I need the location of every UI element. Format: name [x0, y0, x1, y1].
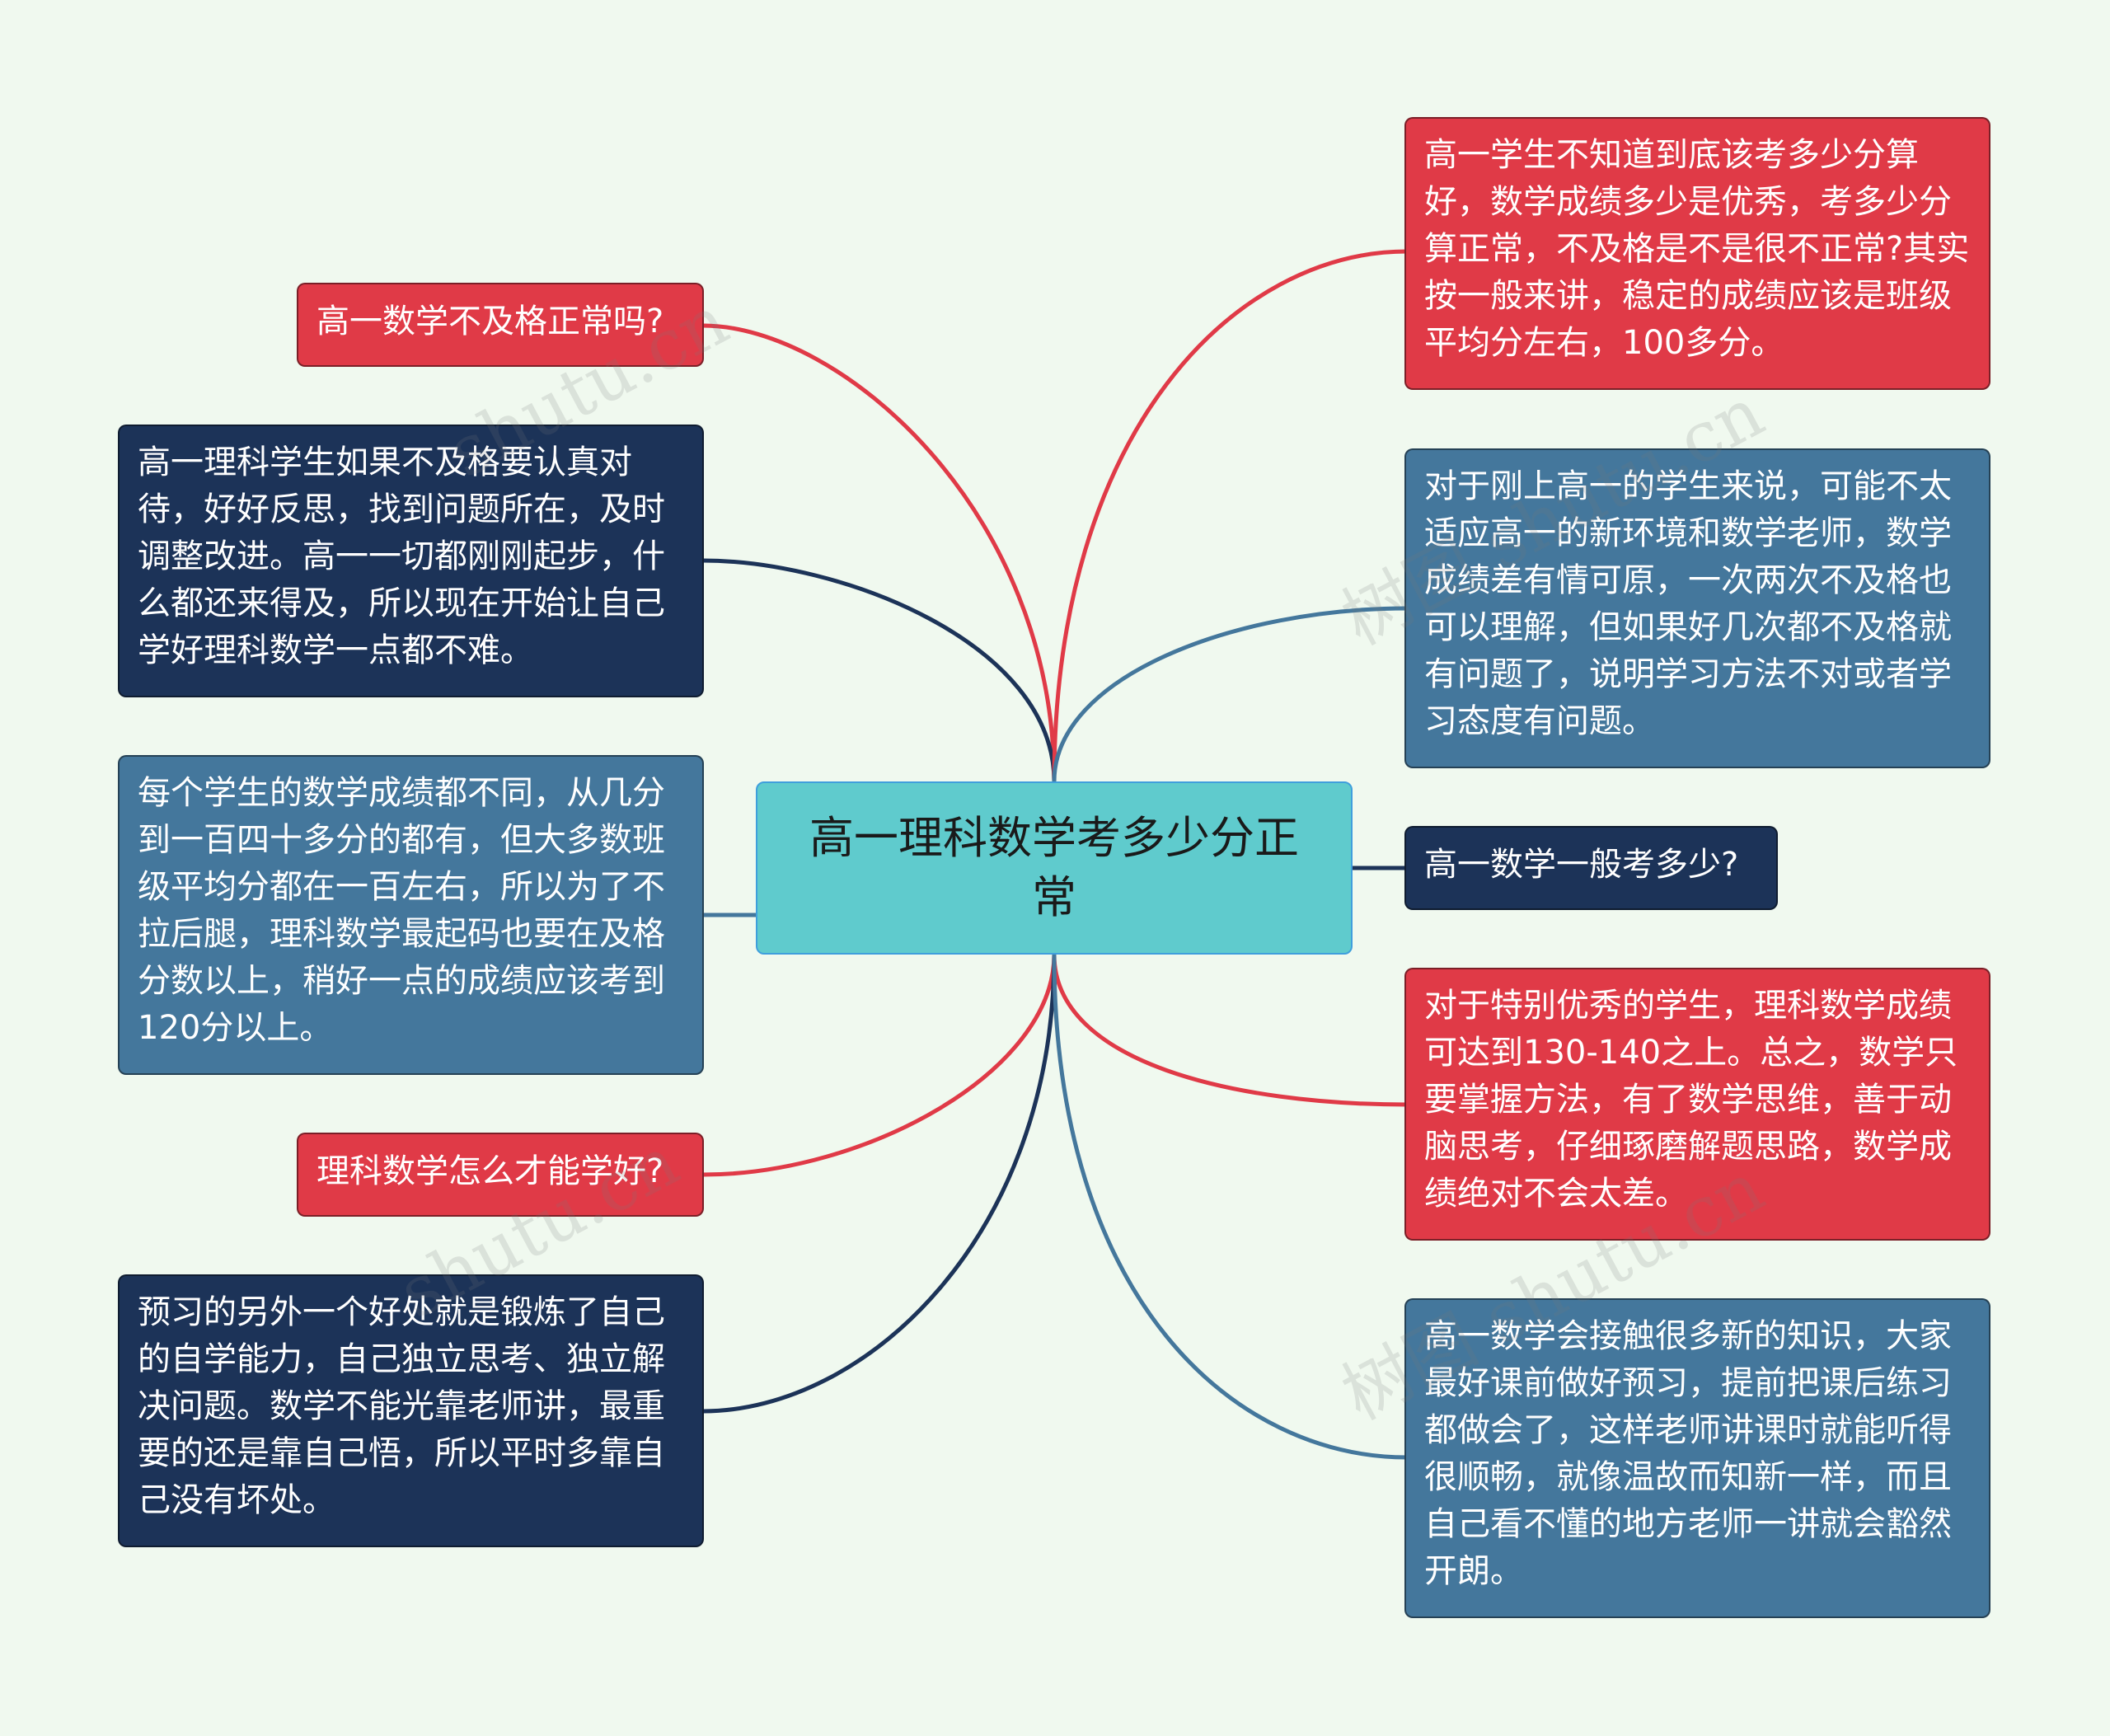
right-node-5[interactable]: 高一数学会接触很多新的知识，大家最好课前做好预习，提前把课后练习都做会了，这样老…: [1404, 1298, 1990, 1618]
connector-right-4: [1052, 954, 1408, 1107]
right-node-2[interactable]: 对于刚上高一的学生来说，可能不太适应高一的新环境和数学老师，数学成绩差有情可原，…: [1404, 448, 1990, 768]
connector-right-5: [1052, 954, 1408, 1460]
connector-right-2: [1052, 606, 1408, 782]
left-node-5[interactable]: 预习的另外一个好处就是锻炼了自己的自学能力，自己独立思考、独立解决问题。数学不能…: [118, 1274, 704, 1547]
connector-left-4: [702, 954, 1057, 1177]
connector-left-5: [702, 954, 1057, 1414]
left-node-3[interactable]: 每个学生的数学成绩都不同，从几分到一百四十多分的都有，但大多数班级平均分都在一百…: [118, 755, 704, 1075]
connector-right-1: [1052, 249, 1408, 782]
right-node-1[interactable]: 高一学生不知道到底该考多少分算好，数学成绩多少是优秀，考多少分算正常，不及格是不…: [1404, 117, 1990, 390]
connector-left-2: [702, 558, 1057, 782]
right-node-4[interactable]: 对于特别优秀的学生，理科数学成绩可达到130-140之上。总之，数学只要掌握方法…: [1404, 968, 1990, 1241]
left-node-1[interactable]: 高一数学不及格正常吗?: [297, 283, 704, 367]
left-node-4[interactable]: 理科数学怎么才能学好?: [297, 1133, 704, 1217]
right-node-3[interactable]: 高一数学一般考多少?: [1404, 826, 1778, 910]
left-node-2[interactable]: 高一理科学生如果不及格要认真对待，好好反思，找到问题所在，及时调整改进。高一一切…: [118, 425, 704, 697]
center-topic[interactable]: 高一理科数学考多少分正常: [756, 781, 1353, 955]
connector-left-1: [702, 323, 1057, 782]
